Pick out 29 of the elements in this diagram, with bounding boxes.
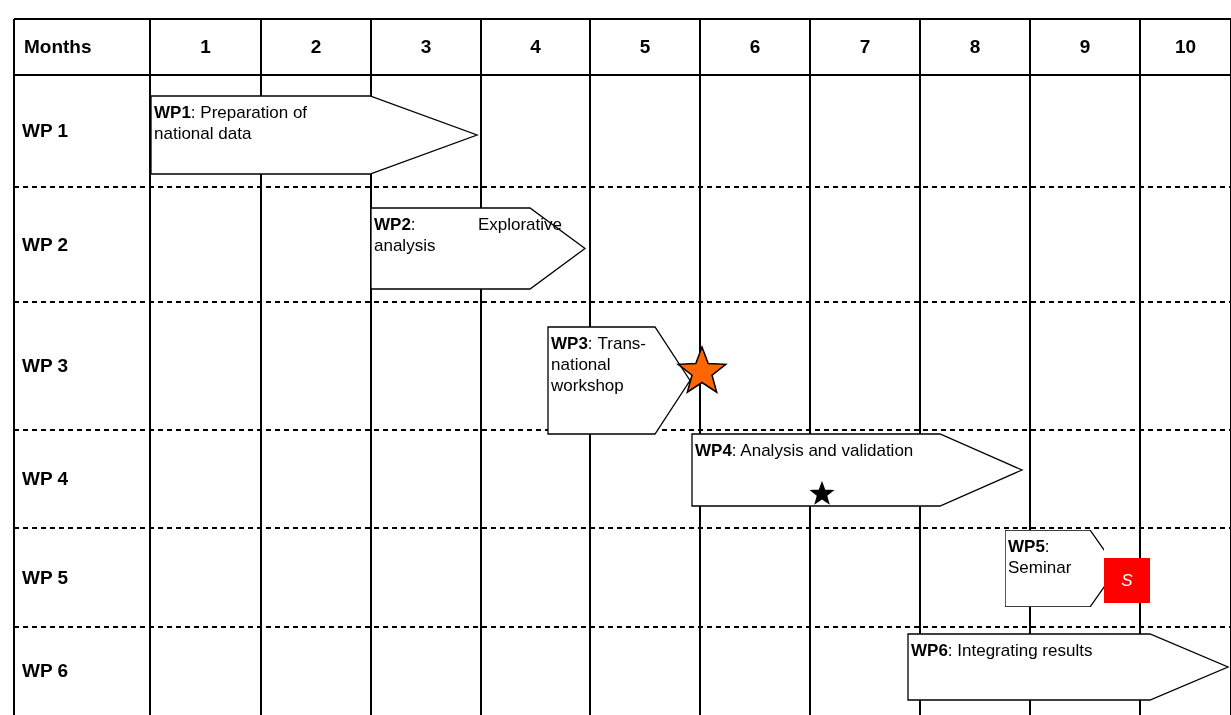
task-bar [1005,530,1104,607]
task-label: WP4: Analysis and validation [695,440,915,461]
task-bar [548,327,690,434]
column-header: 8 [969,36,981,58]
task-label: WP6: Integrating results [911,640,1094,661]
column-header: 1 [200,36,211,58]
column-header: Months [24,36,92,58]
task-label: WP5: Seminar [1008,536,1073,578]
row-header: WP 1 [22,120,69,142]
row-header: WP 6 [22,660,69,682]
column-header: 9 [1079,36,1091,58]
task-bar [371,208,585,289]
column-header: 5 [639,36,651,58]
task-bar [692,434,1022,506]
row-header: WP 4 [22,468,69,490]
marker-square: S [1104,558,1150,603]
row-header: WP 5 [22,566,69,589]
task-label: WP3: Trans-national workshop [551,333,646,396]
task-bar [908,634,1228,700]
column-header: 10 [1174,36,1197,58]
column-header: 4 [530,36,541,58]
column-header: 3 [420,36,432,58]
row-header: WP 2 [22,233,69,256]
column-header: 6 [749,36,761,58]
task-bar [151,96,477,174]
row-header: WP 3 [22,355,69,377]
column-header: 2 [310,36,322,58]
task-label: WP1: Preparation of national data [154,102,309,144]
column-header: 7 [859,36,871,58]
